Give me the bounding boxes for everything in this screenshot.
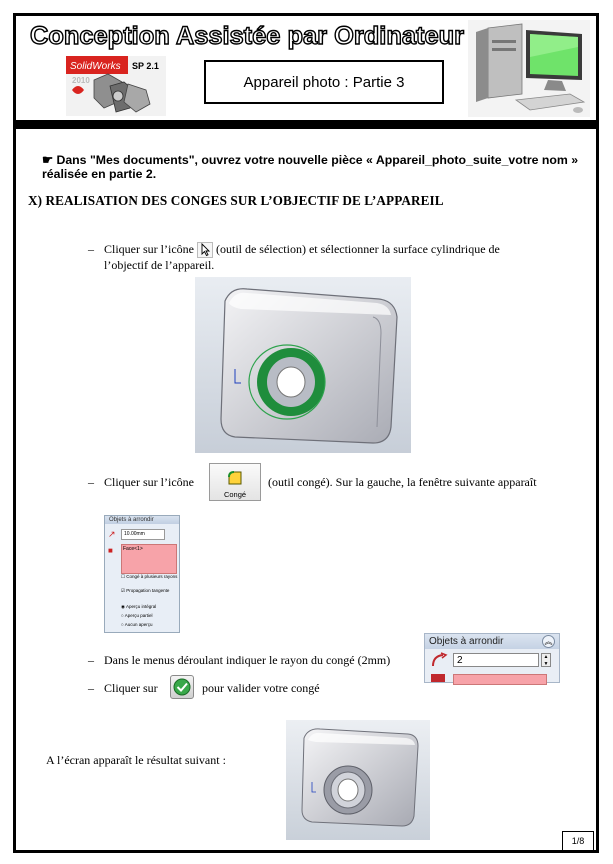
- step-3-text: Dans le menus déroulant indiquer le rayo…: [104, 653, 391, 667]
- step-1-text-c: l’objectif de l’appareil.: [104, 258, 215, 273]
- header-separator: [13, 120, 599, 129]
- subtitle-text: Appareil photo : Partie 3: [243, 73, 405, 91]
- option-multi-radius[interactable]: ☐ Congé à plusieurs rayons: [121, 574, 178, 579]
- radius-spinner[interactable]: ▲▼: [541, 653, 551, 667]
- bullet-dash: –: [88, 653, 94, 667]
- page-number: 1/8: [562, 831, 594, 851]
- radius-icon: ↗: [108, 529, 116, 539]
- radius-panel-header: Objets à arrondir ︽: [425, 634, 559, 649]
- bullet-dash: –: [88, 681, 94, 695]
- option-preview-none[interactable]: ○ Aucun aperçu: [121, 622, 153, 627]
- option-tangent[interactable]: ☑ Propagation tangente: [121, 588, 170, 593]
- panel-radius-field[interactable]: 10.00mm: [121, 529, 165, 540]
- radius-panel-title: Objets à arrondir: [429, 636, 504, 647]
- face-icon: [431, 674, 445, 682]
- selection-item: Face<1>: [123, 546, 143, 552]
- solidworks-logo: SolidWorks SP 2.1 2010: [66, 56, 166, 116]
- radius-icon: [432, 652, 448, 667]
- validate-button[interactable]: [170, 675, 194, 699]
- bullet-dash: –: [88, 475, 94, 489]
- collapse-chevron-icon[interactable]: ︽: [542, 635, 555, 648]
- camera-body-selected-image: [195, 277, 411, 453]
- step-2-text-b: (outil congé). Sur la gauche, la fenêtre…: [268, 475, 537, 489]
- step-4-text-a: Cliquer sur: [104, 681, 158, 695]
- radius-input[interactable]: 2: [453, 653, 539, 667]
- page-frame: [13, 13, 599, 853]
- option-preview-partial[interactable]: ○ Aperçu partiel: [121, 613, 153, 618]
- intro-instruction: ☛ Dans "Mes documents", ouvrez votre nou…: [42, 153, 587, 181]
- step-1-text-b: (outil de sélection) et sélectionner la …: [215, 242, 500, 256]
- svg-text:SolidWorks: SolidWorks: [70, 61, 121, 72]
- check-icon: [173, 678, 191, 696]
- main-title-text: Conception Assistée par Ordinateur: [30, 22, 464, 50]
- bullet-dash: –: [88, 242, 94, 256]
- camera-result-image: [286, 720, 430, 840]
- step-1-text-a: Cliquer sur l’icône: [104, 242, 194, 256]
- main-title: Conception Assistée par Ordinateur: [29, 21, 465, 50]
- computer-illustration: [468, 20, 590, 117]
- select-cursor-icon: [196, 242, 213, 259]
- svg-text:2010: 2010: [72, 76, 90, 85]
- step-4-text-b: pour valider votre congé: [202, 681, 320, 695]
- result-text: A l’écran apparaît le résultat suivant :: [46, 753, 226, 767]
- section-title: X) REALISATION DES CONGES SUR L’OBJECTIF…: [28, 193, 444, 208]
- step-1: Cliquer sur l’icône (outil de sélection)…: [104, 242, 564, 273]
- pointing-hand-icon: ☛: [42, 153, 54, 167]
- fillet-button-label: Congé: [223, 490, 247, 499]
- option-preview-full[interactable]: ◉ Aperçu intégral: [121, 604, 157, 609]
- panel-title: Objets à arrondir: [105, 516, 179, 524]
- fillet-icon: [228, 471, 242, 485]
- intro-text: Dans "Mes documents", ouvrez votre nouve…: [42, 153, 579, 181]
- svg-text:SP 2.1: SP 2.1: [132, 61, 159, 71]
- fillet-button[interactable]: Congé: [209, 463, 261, 501]
- panel-selection-list[interactable]: Face<1>: [121, 544, 177, 574]
- selection-field[interactable]: [453, 674, 547, 685]
- step-2-text-a: Cliquer sur l’icône: [104, 475, 194, 489]
- radius-panel: Objets à arrondir ︽ 2 ▲▼: [424, 633, 560, 685]
- fillet-property-panel: Objets à arrondir ↗ 10.00mm ■ Face<1> ☐ …: [104, 515, 180, 633]
- subtitle-box: Appareil photo : Partie 3: [204, 60, 444, 104]
- face-icon: ■: [108, 546, 113, 555]
